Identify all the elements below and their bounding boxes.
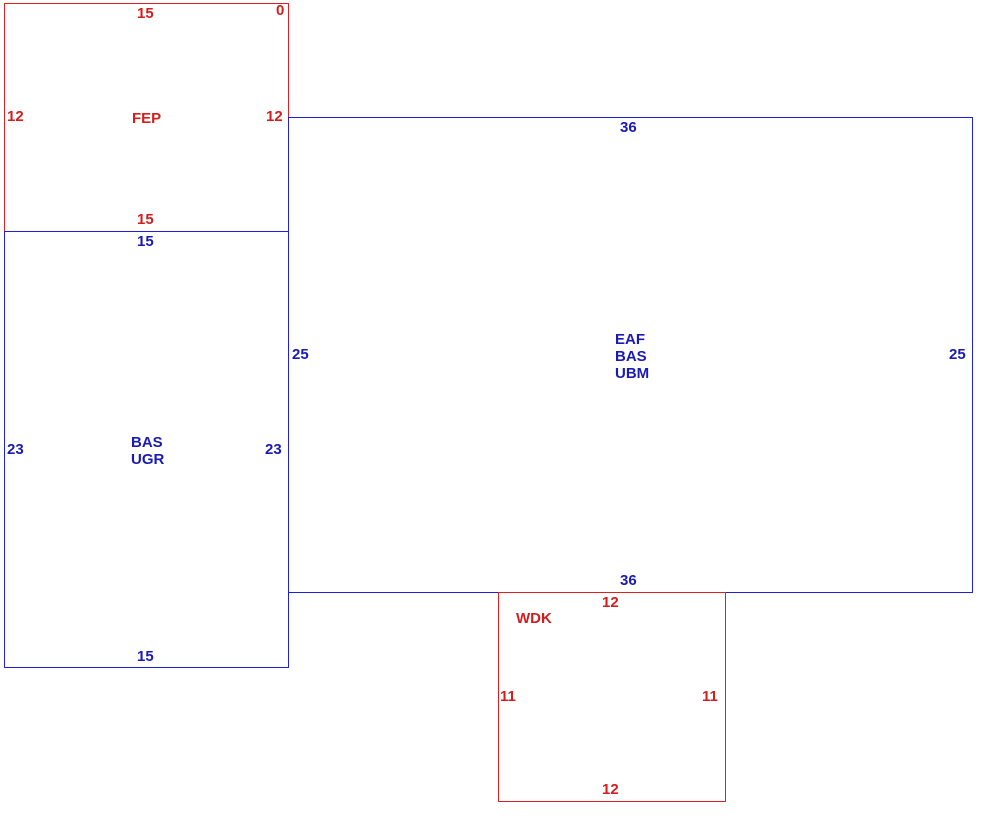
fep-left-dimension: 12 [7,108,24,125]
eaf-bas-ubm-bottom-dimension: 36 [620,572,637,589]
bas-ugr-area-label-line2: UGR [131,451,165,468]
wdk-area-outline [498,592,726,802]
fep-bottom-dimension: 15 [137,211,154,228]
wdk-top-dimension: 12 [602,594,619,611]
bas-ugr-area-label-line1: BAS [131,434,163,451]
fep-right-dimension: 12 [266,108,283,125]
eaf-bas-ubm-area-label-line3: UBM [615,365,650,382]
wdk-area-label: WDK [516,610,552,627]
bas-ugr-top-dimension: 15 [137,233,154,250]
bas-ugr-left-dimension: 23 [7,441,24,458]
eaf-bas-ubm-right-dimension: 25 [949,346,966,363]
wdk-right-dimension: 11 [702,688,718,705]
fep-area-label: FEP [132,110,162,127]
wdk-left-dimension: 11 [500,688,516,705]
fep-top-dimension: 15 [137,5,154,22]
bas-ugr-right-dimension: 23 [265,441,282,458]
eaf-bas-ubm-area-label-line2: BAS [615,348,647,365]
bas-ugr-bottom-dimension: 15 [137,648,154,665]
eaf-bas-ubm-top-dimension: 36 [620,119,637,136]
wdk-bottom-dimension: 12 [602,781,619,798]
fep-corner-dimension: 0 [276,2,285,19]
eaf-bas-ubm-left-dimension: 25 [292,346,309,363]
eaf-bas-ubm-area-label-line1: EAF [615,331,645,348]
